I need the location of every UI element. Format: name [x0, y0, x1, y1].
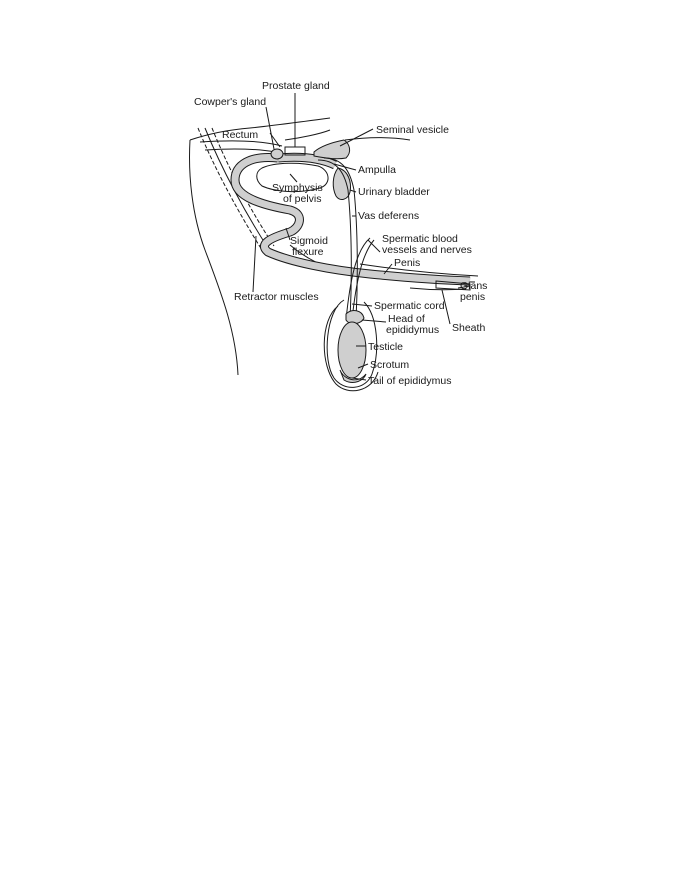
label-vas-deferens: Vas deferens [358, 210, 419, 222]
label-seminal-vesicle: Seminal vesicle [376, 124, 449, 136]
rectum-shape [199, 140, 283, 153]
labels: Prostate gland Cowper's gland Rectum Sem… [194, 80, 487, 387]
label-sigmoid-line1: Sigmoid [290, 235, 328, 247]
label-retractor-muscles: Retractor muscles [234, 291, 319, 303]
penis-shape [359, 263, 479, 291]
label-spermatic-cord: Spermatic cord [374, 300, 445, 312]
label-tail-of-epididymus: Tail of epididymus [368, 375, 451, 387]
leader-lines [252, 93, 471, 381]
urethra-tube [230, 152, 471, 286]
symphysis-shape [256, 162, 329, 193]
label-sigmoid-line2: flexure [292, 246, 324, 258]
label-scrotum: Scrotum [370, 359, 409, 371]
seminal-vesicle-shape [313, 139, 351, 160]
label-glans-line1: Glans [460, 280, 487, 292]
cowpers-gland-shape [270, 148, 284, 160]
label-testicle: Testicle [368, 341, 403, 353]
label-rectum: Rectum [222, 129, 258, 141]
head-of-epididymus-shape [345, 310, 365, 325]
label-spermatic-blood-line2: vessels and nerves [382, 244, 472, 256]
scrotum-shape [323, 299, 379, 392]
label-sheath: Sheath [452, 322, 485, 334]
label-head-epididymus-line1: Head of [388, 313, 425, 325]
label-prostate-gland: Prostate gland [262, 80, 330, 92]
vas-deferens-shape [317, 157, 358, 321]
label-symphysis-line2: of pelvis [283, 193, 322, 205]
urinary-bladder-shape [332, 167, 351, 200]
spermatic-cord-shape [345, 237, 375, 321]
label-symphysis-line1: Symphysis [272, 182, 323, 194]
label-glans-line2: penis [460, 291, 485, 303]
testicle-shape [337, 321, 367, 379]
label-cowpers-gland: Cowper's gland [194, 96, 266, 108]
label-ampulla: Ampulla [358, 164, 396, 176]
label-spermatic-blood-line1: Spermatic blood [382, 233, 458, 245]
label-urinary-bladder: Urinary bladder [358, 186, 430, 198]
label-penis: Penis [394, 257, 420, 269]
label-head-epididymus-line2: epididymus [386, 324, 439, 336]
